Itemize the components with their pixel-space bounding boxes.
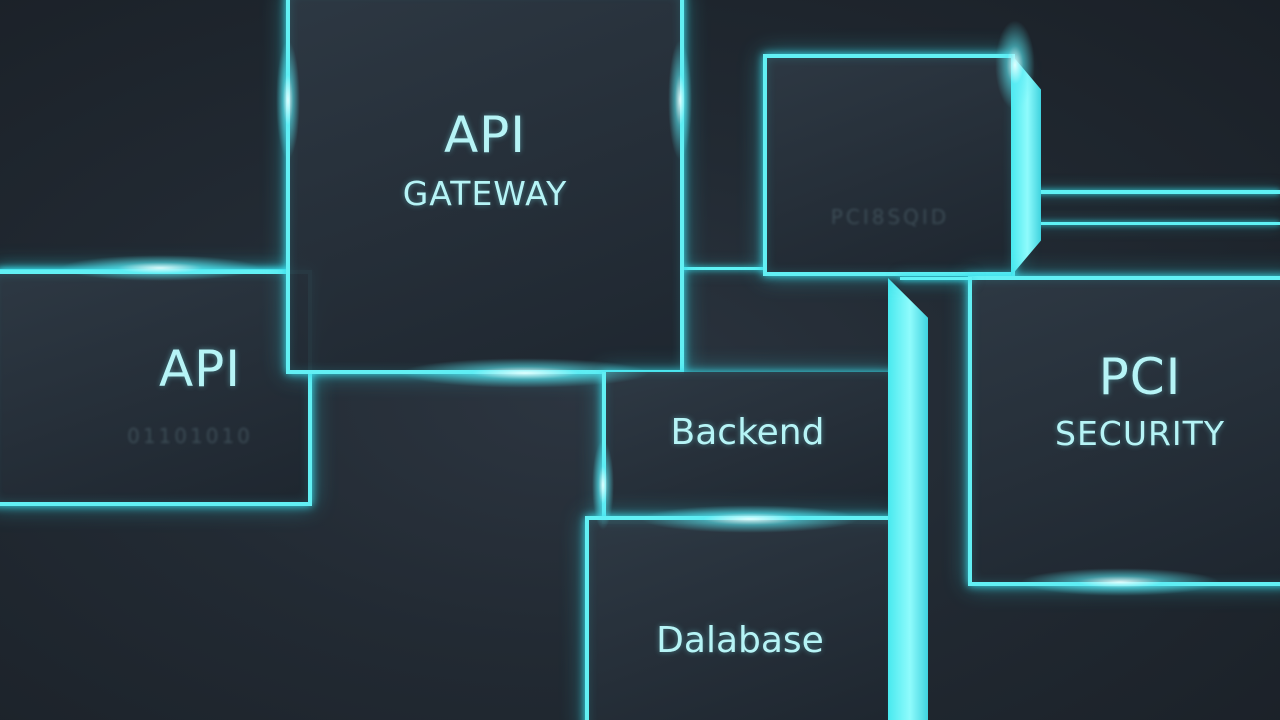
api-node <box>0 270 312 506</box>
flare-gateway-bottom <box>400 358 650 388</box>
api-gateway-title: API <box>443 106 527 164</box>
connector-line-right-2 <box>1030 222 1280 225</box>
flare-database-top <box>640 505 860 533</box>
flare-pci-bottom <box>1020 568 1220 596</box>
api-gateway-node <box>286 0 684 374</box>
api-gateway-subtitle: GATEWAY <box>402 174 568 213</box>
database-node <box>585 516 897 720</box>
flare-gateway-left <box>276 40 300 160</box>
connector-line-right-1 <box>1030 190 1280 194</box>
pci-security-subtitle: SECURITY <box>1055 414 1225 453</box>
backend-title: Backend <box>670 412 825 453</box>
api-node-title: API <box>158 340 242 398</box>
flare-small-top <box>995 20 1035 110</box>
pci-security-title: PCI <box>1098 348 1182 406</box>
connector-line-pci-top <box>900 277 972 280</box>
database-title: Dalabase <box>656 620 824 661</box>
connector-line-gateway-small <box>680 267 766 270</box>
backend-side-face <box>888 278 928 720</box>
flare-left <box>60 255 260 281</box>
small-node-faint-text: PCI8SQID <box>830 205 950 229</box>
flare-backend-left <box>592 440 614 530</box>
pci-security-node <box>968 276 1280 586</box>
flare-gateway-right <box>668 40 692 160</box>
small-node <box>763 54 1015 276</box>
backend-node <box>602 372 898 524</box>
api-node-faint-text: 01101010 <box>127 424 253 448</box>
